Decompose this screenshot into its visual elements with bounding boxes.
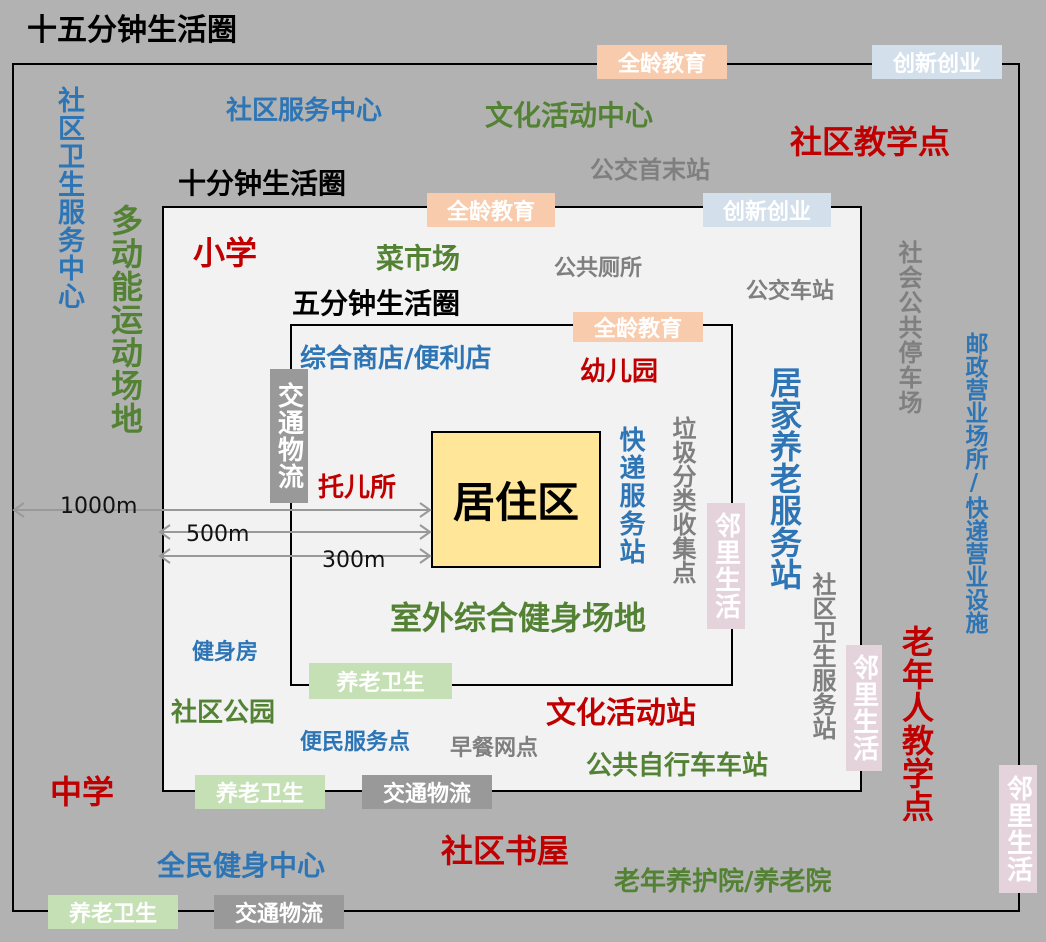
bus-terminal: 公交首末站 <box>590 156 710 184</box>
tag-innov-10: 创新创业 <box>703 193 831 227</box>
tag-transport-15: 交通物流 <box>214 895 344 929</box>
tag-neighbor-5: 邻里生活 <box>707 503 745 629</box>
health-station: 社区卫生服务站 <box>808 572 836 740</box>
outdoor-fitness: 室外综合健身场地 <box>390 599 647 637</box>
middle-school: 中学 <box>50 773 115 811</box>
tag-elderly-10: 养老卫生 <box>195 775 325 809</box>
gym: 健身房 <box>192 640 259 665</box>
tag-elderly-5: 养老卫生 <box>309 663 452 699</box>
service-center: 社区服务中心 <box>226 96 383 126</box>
market: 菜市场 <box>376 242 461 275</box>
home-elderly: 居家养老服务站 <box>765 366 803 590</box>
postal: 邮政营业场所/快递营业设施 <box>961 332 987 634</box>
bookstore: 社区书屋 <box>441 832 570 870</box>
tag-neighbor-15: 邻里生活 <box>999 765 1037 893</box>
title-15min: 十五分钟生活圈 <box>27 13 237 48</box>
tag-edu-10: 全龄教育 <box>427 193 555 227</box>
breakfast: 早餐网点 <box>450 736 539 761</box>
bike-station: 公共自行车车站 <box>586 751 769 781</box>
culture-center: 文化活动中心 <box>485 99 654 132</box>
tag-elderly-15: 养老卫生 <box>48 895 178 929</box>
tag-edu-15: 全龄教育 <box>597 45 727 79</box>
distance-500m: 500m <box>186 522 250 547</box>
toilet: 公共厕所 <box>554 256 643 281</box>
bus-stop: 公交车站 <box>746 279 835 304</box>
multi-sports: 多动能运动场地 <box>106 204 144 435</box>
tag-neighbor-10: 邻里生活 <box>846 645 882 771</box>
tag-innov-15: 创新创业 <box>872 45 1002 79</box>
teaching-point: 社区教学点 <box>790 123 951 161</box>
convenience-service: 便民服务点 <box>300 730 411 755</box>
title-5min: 五分钟生活圈 <box>292 287 461 320</box>
kindergarten: 幼儿园 <box>580 357 659 387</box>
fitness-center: 全民健身中心 <box>157 849 326 882</box>
express: 快递服务站 <box>615 426 645 566</box>
tag-edu-5: 全龄教育 <box>573 312 703 342</box>
health-center: 社区卫生服务中心 <box>53 86 84 310</box>
residential-label: 居住区 <box>452 478 579 527</box>
park: 社区公园 <box>171 698 276 728</box>
ring-15min <box>12 63 1020 912</box>
garbage: 垃圾分类收集点 <box>668 416 696 584</box>
parking: 社会公共停车场 <box>894 240 922 415</box>
tag-transport-5: 交通物流 <box>270 369 308 503</box>
distance-300m: 300m <box>322 548 386 573</box>
primary-school: 小学 <box>193 234 258 272</box>
distance-1000m: 1000m <box>60 494 138 519</box>
nursing-home: 老年养护院/养老院 <box>614 867 832 897</box>
elderly-teaching: 老年人教学点 <box>897 625 935 823</box>
residential-area: 居住区 <box>431 431 601 568</box>
title-10min: 十分钟生活圈 <box>178 167 347 200</box>
store: 综合商店/便利店 <box>300 344 492 374</box>
culture-station: 文化活动站 <box>546 696 696 731</box>
tag-transport-10: 交通物流 <box>362 775 492 809</box>
nursery: 托儿所 <box>318 473 397 503</box>
